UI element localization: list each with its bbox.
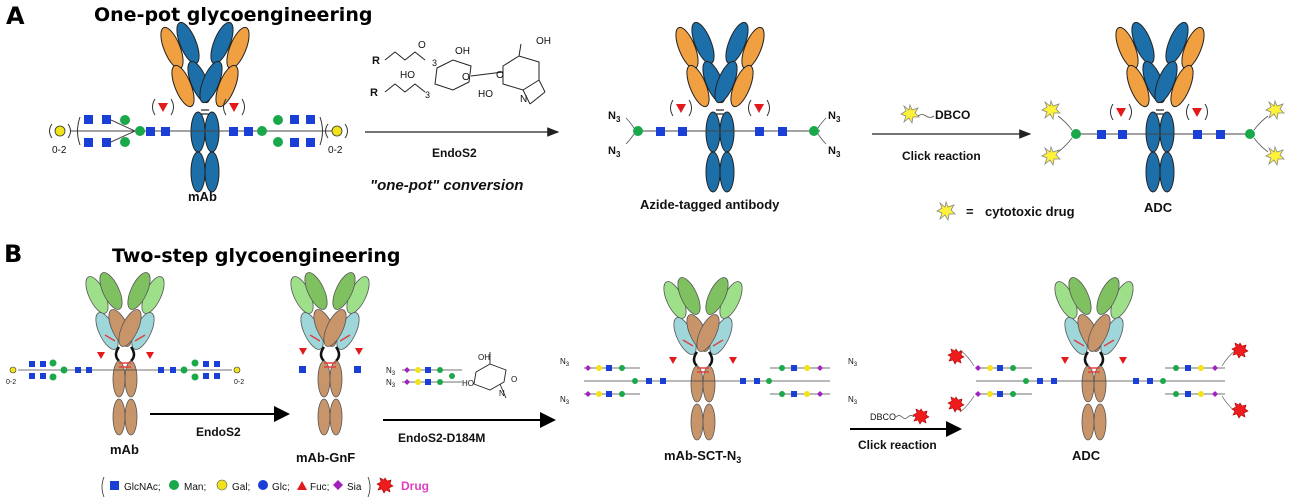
glc-legend-icon bbox=[258, 480, 268, 490]
sct-mab-n3-4: N3 bbox=[848, 395, 858, 406]
sct-mab-n3-2: N3 bbox=[560, 395, 570, 406]
enzyme1-label-b: EndoS2 bbox=[196, 425, 241, 439]
sct-oh: OH bbox=[478, 353, 490, 362]
reagent-ho1: HO bbox=[400, 70, 415, 81]
reagent-n: N bbox=[520, 94, 527, 105]
sct-ho: HO bbox=[462, 379, 474, 388]
adc-label-a: ADC bbox=[1144, 200, 1173, 215]
legend-sia: Sia bbox=[347, 482, 362, 493]
reagent-oh2: OH bbox=[536, 36, 551, 47]
click-label-b: Click reaction bbox=[858, 438, 937, 452]
reagent-r2: R bbox=[370, 87, 378, 99]
reagent-r1: R bbox=[372, 55, 380, 67]
gal-legend-icon bbox=[216, 479, 228, 491]
reagent-ho2: HO bbox=[478, 89, 493, 100]
sct-mab-n3-1: N3 bbox=[560, 357, 570, 368]
legend-fuc: Fuc; bbox=[310, 482, 329, 493]
azide-n3-2: N3 bbox=[608, 145, 621, 159]
reagent-oh1: OH bbox=[455, 46, 470, 57]
reagent-sub3b: 3 bbox=[425, 90, 430, 100]
sugar-legend: GlcNAc; Man; Gal; Glc; Fuc; Sia Drug bbox=[101, 476, 429, 498]
glycan-range-left-a: 0-2 bbox=[52, 145, 67, 156]
legend-cytotoxic: cytotoxic drug bbox=[985, 204, 1075, 219]
drug-star-dbco-a bbox=[900, 104, 920, 124]
oxazoline-reagent-a bbox=[384, 43, 546, 105]
legend-glc: Glc; bbox=[272, 482, 290, 493]
native-mab-b: 0-2 0-2 mAb bbox=[6, 268, 244, 457]
legend-man: Man; bbox=[184, 482, 206, 493]
native-mab-a: 0-2 bbox=[49, 19, 348, 204]
glycan-range-left-b: 0-2 bbox=[6, 379, 16, 386]
mab-label-a: mAb bbox=[188, 189, 217, 204]
sct-label: mAb-SCT-N3 bbox=[664, 448, 741, 465]
azide-n3-4: N3 bbox=[828, 145, 841, 159]
dbco-label-b: DBCO bbox=[870, 412, 896, 422]
mab-gnf: mAb-GnF bbox=[285, 268, 375, 465]
reagent-sub3a: 3 bbox=[432, 58, 437, 68]
sct-mab-n3-3: N3 bbox=[848, 357, 858, 368]
man-legend-icon bbox=[169, 480, 179, 490]
legend-drug: Drug bbox=[401, 479, 429, 493]
mab-sct-n3: N3 N3 N3 N3 mAb-SCT-N3 bbox=[560, 273, 858, 465]
sct-n3-2: N3 bbox=[386, 378, 396, 389]
glcnac-legend-icon bbox=[110, 481, 119, 490]
conversion-label: "one-pot" conversion bbox=[370, 177, 523, 194]
drug-legend-icon bbox=[376, 477, 394, 494]
sia-legend-icon bbox=[333, 480, 343, 490]
reagent-o1: O bbox=[418, 40, 426, 51]
cytotoxic-drug-icon bbox=[936, 201, 956, 221]
panel-b-letter: B bbox=[4, 240, 22, 268]
azide-n3-3: N3 bbox=[828, 110, 841, 124]
adc-label-b: ADC bbox=[1072, 448, 1101, 463]
panel-a-title: One-pot glycoengineering bbox=[94, 4, 372, 26]
reagent-o3: O bbox=[496, 70, 504, 81]
adc-a: ADC bbox=[1041, 19, 1285, 215]
panel-a-letter: A bbox=[6, 2, 25, 30]
sct-o: O bbox=[511, 375, 517, 384]
legend-eq: = bbox=[966, 204, 974, 219]
sct-reagent: N3 N3 OH HO N O bbox=[386, 352, 517, 399]
sct-n: N bbox=[499, 389, 505, 398]
dbco-label-a: DBCO bbox=[935, 108, 970, 122]
glycan-range-right-a: 0-2 bbox=[328, 145, 343, 156]
legend-gal: Gal; bbox=[232, 482, 250, 493]
reagent-o2: O bbox=[462, 72, 470, 83]
fuc-legend-icon bbox=[297, 481, 307, 490]
legend-glcnac: GlcNAc; bbox=[124, 482, 161, 493]
mab-gnf-label: mAb-GnF bbox=[296, 450, 355, 465]
drug-icon-dbco-b bbox=[912, 408, 930, 425]
azide-n3-1: N3 bbox=[608, 110, 621, 124]
mab-label-b: mAb bbox=[110, 442, 139, 457]
adc-b: ADC bbox=[947, 273, 1249, 463]
azide-tagged-antibody: N3 N3 N3 N3 Azide-tagged antibody bbox=[608, 19, 841, 212]
enzyme2-label-b: EndoS2-D184M bbox=[398, 431, 485, 445]
click-label-a: Click reaction bbox=[902, 149, 981, 163]
sct-n3-1: N3 bbox=[386, 366, 396, 377]
panel-b: B Two-step glycoengineering 0-2 0-2 mAb bbox=[4, 240, 1249, 498]
azide-label: Azide-tagged antibody bbox=[640, 197, 780, 212]
glycan-range-right-b: 0-2 bbox=[234, 379, 244, 386]
enzyme-label-a: EndoS2 bbox=[432, 146, 477, 160]
panel-a: A One-pot glycoengineering 0-2 bbox=[6, 2, 1285, 221]
cytotoxic-legend: = cytotoxic drug bbox=[936, 201, 1075, 221]
panel-b-title: Two-step glycoengineering bbox=[112, 245, 401, 267]
